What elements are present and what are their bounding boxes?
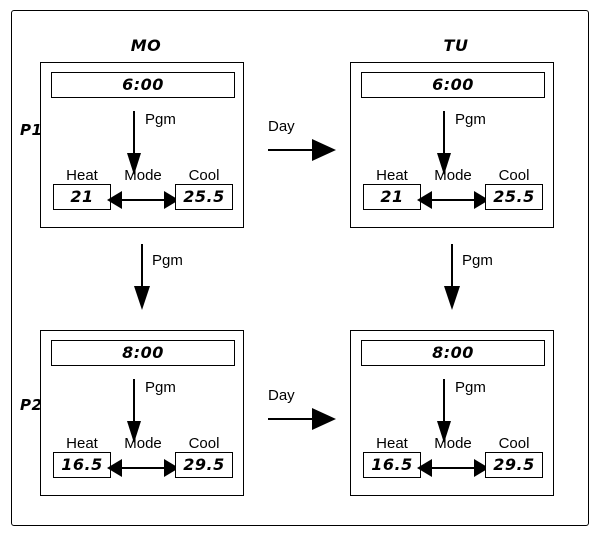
cool-label: Cool — [485, 435, 543, 453]
time-value: 6:00 — [122, 75, 164, 94]
heat-value-box: 16.5 — [53, 453, 111, 478]
pgm-down-arrow-icon — [437, 379, 451, 443]
pgm-transition-arrow-right — [444, 244, 460, 310]
cool-setpoint-group: Cool 29.5 — [175, 435, 233, 478]
mode-label: Mode — [124, 435, 162, 452]
cool-value-box: 29.5 — [485, 453, 543, 478]
thermostat-panel-p2-tu: 8:00 Pgm Heat 16.5 Mode Cool 29.5 — [350, 330, 554, 496]
cool-label: Cool — [175, 435, 233, 453]
pgm-arrow-label: Pgm — [145, 379, 176, 396]
mode-double-arrow-icon — [417, 459, 489, 477]
arrow-right-icon — [312, 139, 336, 161]
cool-value-box: 25.5 — [485, 185, 543, 210]
cool-value: 29.5 — [183, 455, 225, 474]
pgm-transition-label-left: Pgm — [152, 252, 183, 269]
cool-label: Cool — [485, 167, 543, 185]
mode-double-arrow-icon — [107, 459, 179, 477]
cool-value-box: 25.5 — [175, 185, 233, 210]
mode-label: Mode — [434, 167, 472, 184]
time-display-box: 6:00 — [361, 72, 545, 98]
heat-value: 21 — [380, 187, 404, 206]
row-label-p1: P1 — [20, 121, 43, 139]
heat-value-box: 21 — [53, 185, 111, 210]
day-transition-arrow-top: Day — [268, 118, 346, 164]
day-arrow-label: Day — [268, 387, 295, 404]
heat-setpoint-group: Heat 16.5 — [363, 435, 421, 478]
time-display-box: 6:00 — [51, 72, 235, 98]
column-header-tu: TU — [443, 36, 469, 55]
cool-setpoint-group: Cool 25.5 — [485, 167, 543, 210]
arrow-down-icon — [444, 286, 460, 310]
time-display-box: 8:00 — [51, 340, 235, 366]
mode-double-arrow-icon — [107, 191, 179, 209]
thermostat-panel-p1-tu: 6:00 Pgm Heat 21 Mode Cool 25.5 — [350, 62, 554, 228]
cool-value-box: 29.5 — [175, 453, 233, 478]
cool-label: Cool — [175, 167, 233, 185]
heat-setpoint-group: Heat 21 — [53, 167, 111, 210]
heat-setpoint-group: Heat 21 — [363, 167, 421, 210]
pgm-down-arrow-icon — [437, 111, 451, 175]
cool-value: 25.5 — [183, 187, 225, 206]
row-label-p2: P2 — [20, 396, 43, 414]
heat-value: 16.5 — [61, 455, 103, 474]
heat-value-box: 16.5 — [363, 453, 421, 478]
heat-value-box: 21 — [363, 185, 421, 210]
time-value: 6:00 — [432, 75, 474, 94]
cool-value: 29.5 — [493, 455, 535, 474]
time-value: 8:00 — [432, 343, 474, 362]
heat-label: Heat — [363, 435, 421, 453]
day-arrow-label: Day — [268, 118, 295, 135]
heat-label: Heat — [363, 167, 421, 185]
heat-setpoint-group: Heat 16.5 — [53, 435, 111, 478]
pgm-arrow-label: Pgm — [455, 111, 486, 128]
mode-label: Mode — [434, 435, 472, 452]
time-value: 8:00 — [122, 343, 164, 362]
arrow-down-icon — [134, 286, 150, 310]
heat-label: Heat — [53, 167, 111, 185]
heat-label: Heat — [53, 435, 111, 453]
pgm-arrow-label: Pgm — [145, 111, 176, 128]
cool-setpoint-group: Cool 29.5 — [485, 435, 543, 478]
pgm-down-arrow-icon — [127, 111, 141, 175]
pgm-arrow-label: Pgm — [455, 379, 486, 396]
heat-value: 21 — [70, 187, 94, 206]
time-display-box: 8:00 — [361, 340, 545, 366]
column-header-mo: MO — [130, 36, 162, 55]
cool-setpoint-group: Cool 25.5 — [175, 167, 233, 210]
mode-label: Mode — [124, 167, 162, 184]
pgm-down-arrow-icon — [127, 379, 141, 443]
diagram-outer-border — [11, 10, 589, 526]
cool-value: 25.5 — [493, 187, 535, 206]
mode-double-arrow-icon — [417, 191, 489, 209]
heat-value: 16.5 — [371, 455, 413, 474]
thermostat-panel-p1-mo: 6:00 Pgm Heat 21 Mode Cool 25.5 — [40, 62, 244, 228]
pgm-transition-label-right: Pgm — [462, 252, 493, 269]
thermostat-panel-p2-mo: 8:00 Pgm Heat 16.5 Mode Cool 29.5 — [40, 330, 244, 496]
arrow-right-icon — [312, 408, 336, 430]
pgm-transition-arrow-left — [134, 244, 150, 310]
day-transition-arrow-bottom: Day — [268, 387, 346, 433]
